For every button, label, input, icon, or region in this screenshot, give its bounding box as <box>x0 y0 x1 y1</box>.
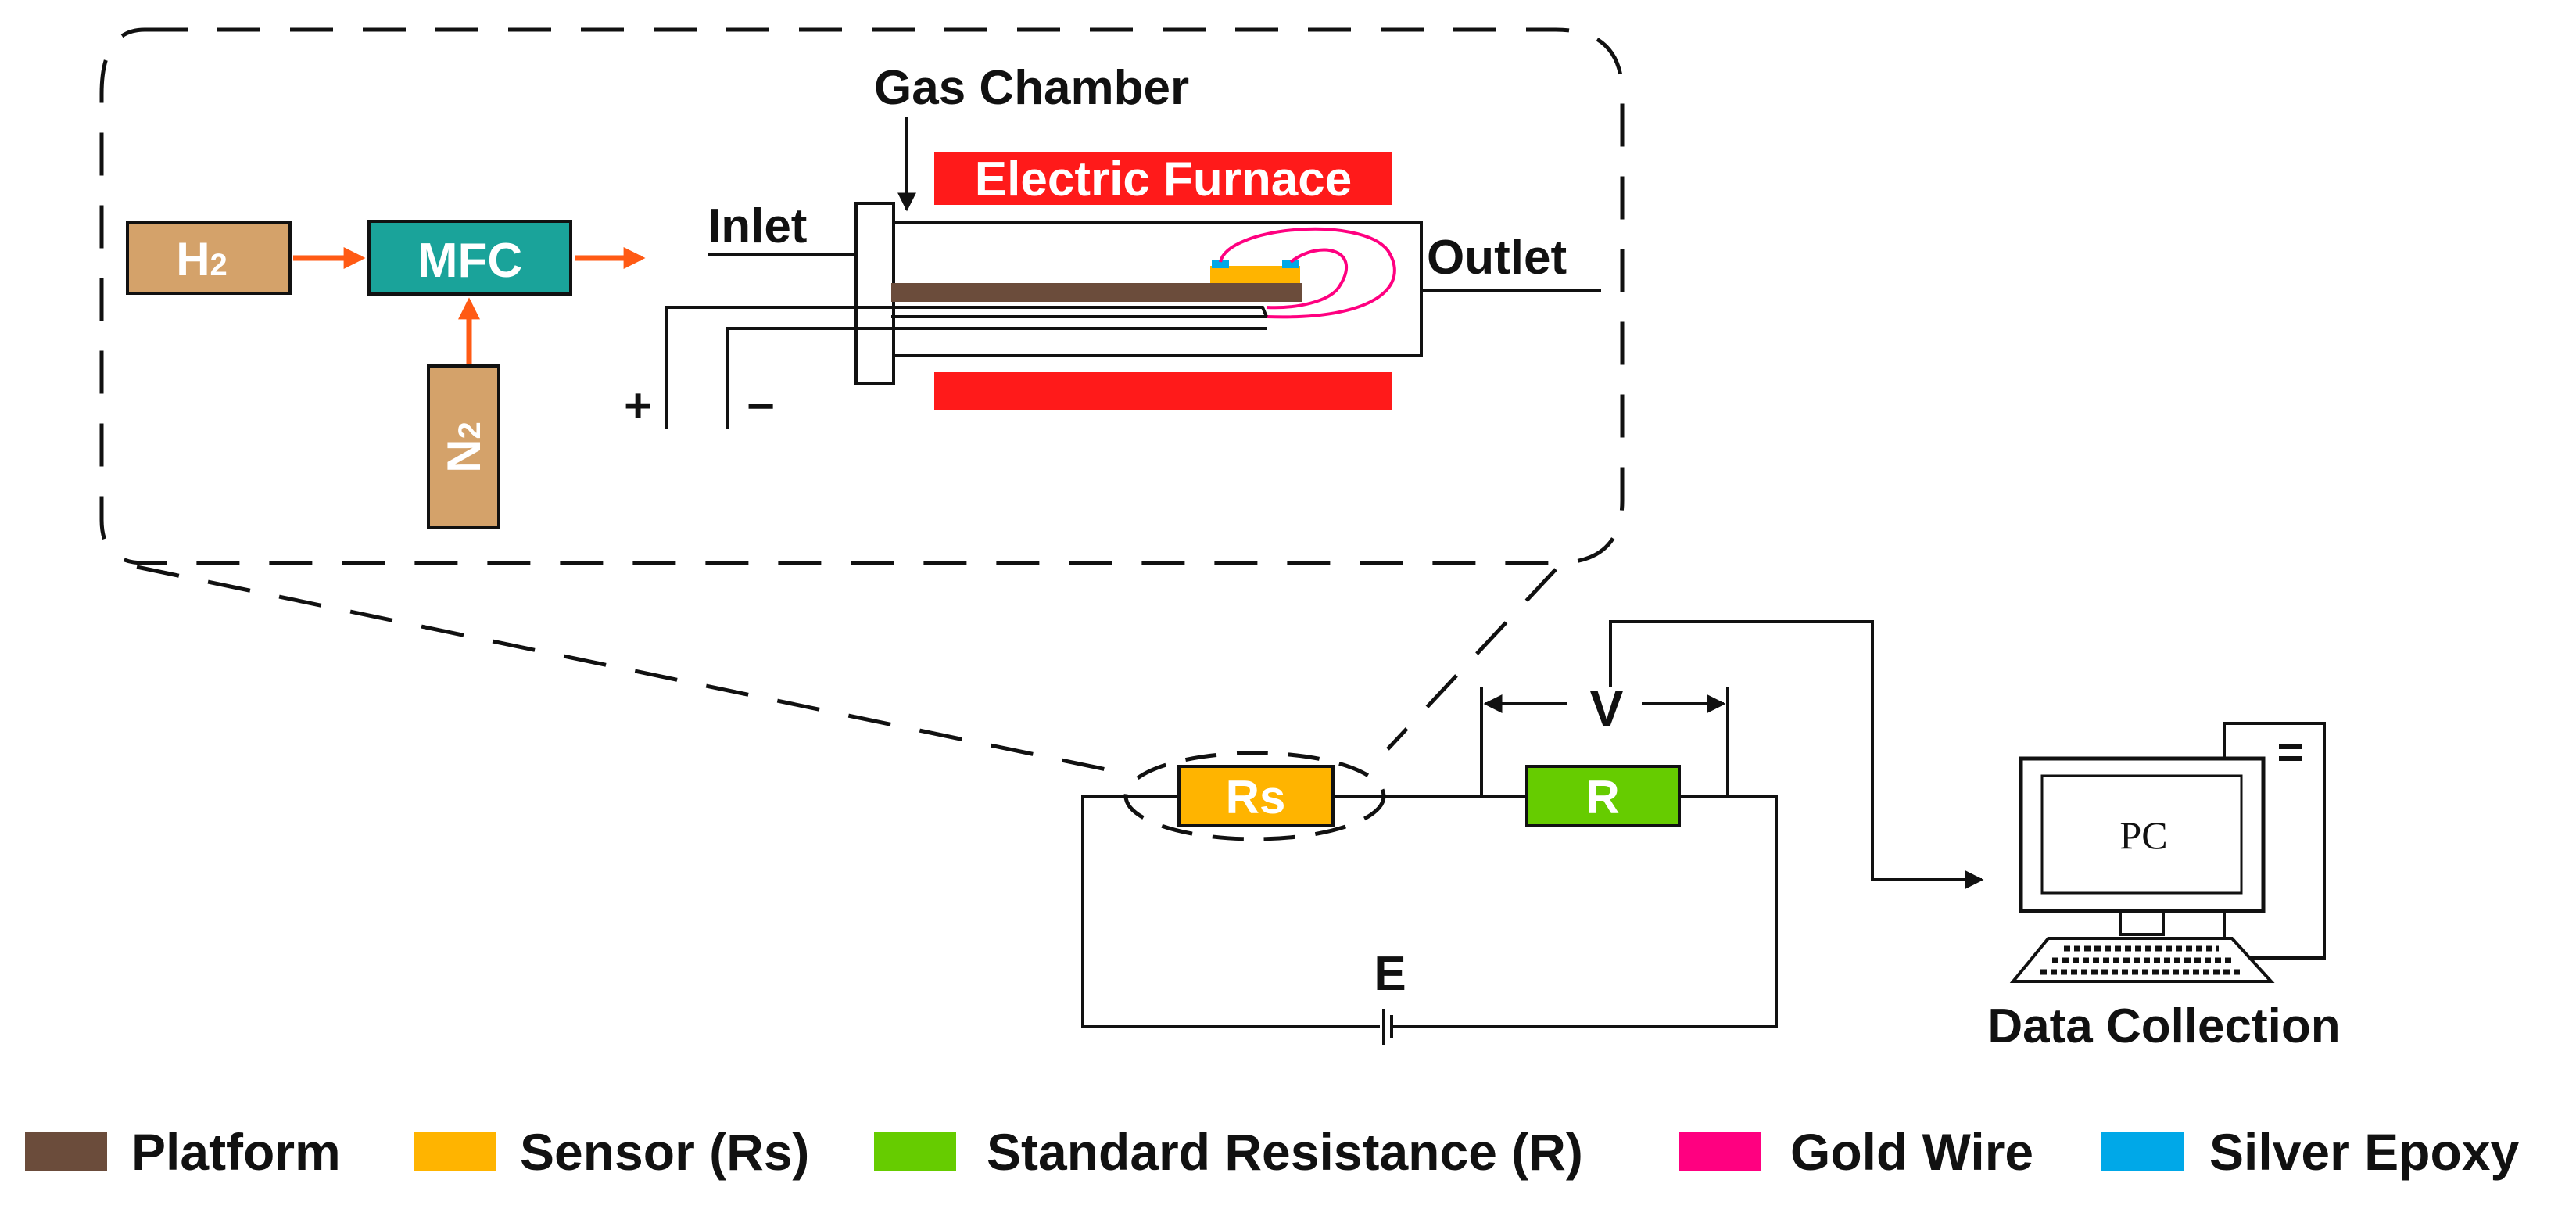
electric-furnace-top <box>934 152 1392 205</box>
inlet-label: Inlet <box>708 199 807 253</box>
zoom-callout <box>99 27 1625 773</box>
legend-swatch-standard-resistance <box>874 1132 956 1171</box>
rs-label: Rs <box>1226 771 1286 823</box>
silver-epoxy-right <box>1282 260 1299 268</box>
zoom-connector-left <box>136 565 1111 773</box>
rs-zoom-ellipse <box>1123 751 1386 841</box>
pc-monitor-stand <box>2119 909 2165 936</box>
legend-swatch-platform <box>25 1132 107 1171</box>
n2-box <box>427 364 500 529</box>
legend: Platform Sensor (Rs) Standard Resistance… <box>25 1123 2519 1181</box>
legend-label-gold-wire: Gold Wire <box>1790 1123 2033 1181</box>
measurement-circuit: E Rs R V <box>1081 620 1984 1045</box>
pc-monitor-screen <box>2040 774 2243 895</box>
gas-chamber-label: Gas Chamber <box>874 61 1189 115</box>
gold-wire-outer <box>1219 227 1396 319</box>
lead-positive <box>665 306 1268 429</box>
pc-screen-label: PC <box>2119 813 2167 857</box>
legend-item-sensor: Sensor (Rs) <box>414 1123 809 1181</box>
electric-furnace-bottom <box>934 372 1392 410</box>
voltage-label: V <box>1590 680 1624 737</box>
sensor-chip <box>1210 266 1300 283</box>
lead-negative <box>726 327 1267 429</box>
zoom-callout-box <box>99 27 1625 565</box>
gas-chamber-assembly: Gas Chamber Electric Furnace Inlet Outle… <box>624 61 1601 433</box>
n2-label: N2 <box>438 421 490 473</box>
legend-label-sensor: Sensor (Rs) <box>520 1123 809 1181</box>
h2-label: H2 <box>176 233 228 285</box>
h2-box <box>126 221 292 295</box>
zoom-connector-right <box>1386 568 1557 751</box>
legend-item-silver-epoxy: Silver Epoxy <box>2101 1123 2519 1181</box>
data-collection-label: Data Collection <box>1987 999 2340 1053</box>
r-resistor <box>1525 765 1681 827</box>
platform <box>891 283 1302 302</box>
legend-swatch-gold-wire <box>1679 1132 1761 1171</box>
legend-item-standard-resistance: Standard Resistance (R) <box>874 1123 1583 1181</box>
legend-item-platform: Platform <box>25 1123 341 1181</box>
pc-icon: PC Data Collection <box>1987 722 2341 1053</box>
plus-label: + <box>624 379 652 433</box>
legend-swatch-sensor <box>414 1132 496 1171</box>
legend-label-silver-epoxy: Silver Epoxy <box>2209 1123 2519 1181</box>
legend-item-gold-wire: Gold Wire <box>1679 1123 2033 1181</box>
emf-label: E <box>1374 947 1406 1001</box>
gas-supply: H2 MFC N2 <box>126 220 646 529</box>
mfc-box <box>367 220 572 296</box>
circuit-wire-right <box>1393 795 1778 1028</box>
electric-furnace-label: Electric Furnace <box>975 152 1352 206</box>
gold-wire-inner <box>1266 248 1349 310</box>
pc-keyboard <box>2009 937 2275 983</box>
legend-swatch-silver-epoxy <box>2101 1132 2184 1171</box>
r-label: R <box>1585 771 1619 823</box>
silver-epoxy-left <box>1212 260 1229 268</box>
rs-resistor <box>1177 765 1335 827</box>
circuit-wire-left <box>1081 795 1380 1028</box>
signal-line-to-pc <box>1609 620 1984 889</box>
minus-label: − <box>747 379 775 433</box>
legend-label-standard-resistance: Standard Resistance (R) <box>987 1123 1583 1181</box>
legend-label-platform: Platform <box>131 1123 341 1181</box>
outlet-label: Outlet <box>1427 231 1567 285</box>
chamber-flange <box>854 202 895 385</box>
mfc-label: MFC <box>417 234 522 288</box>
